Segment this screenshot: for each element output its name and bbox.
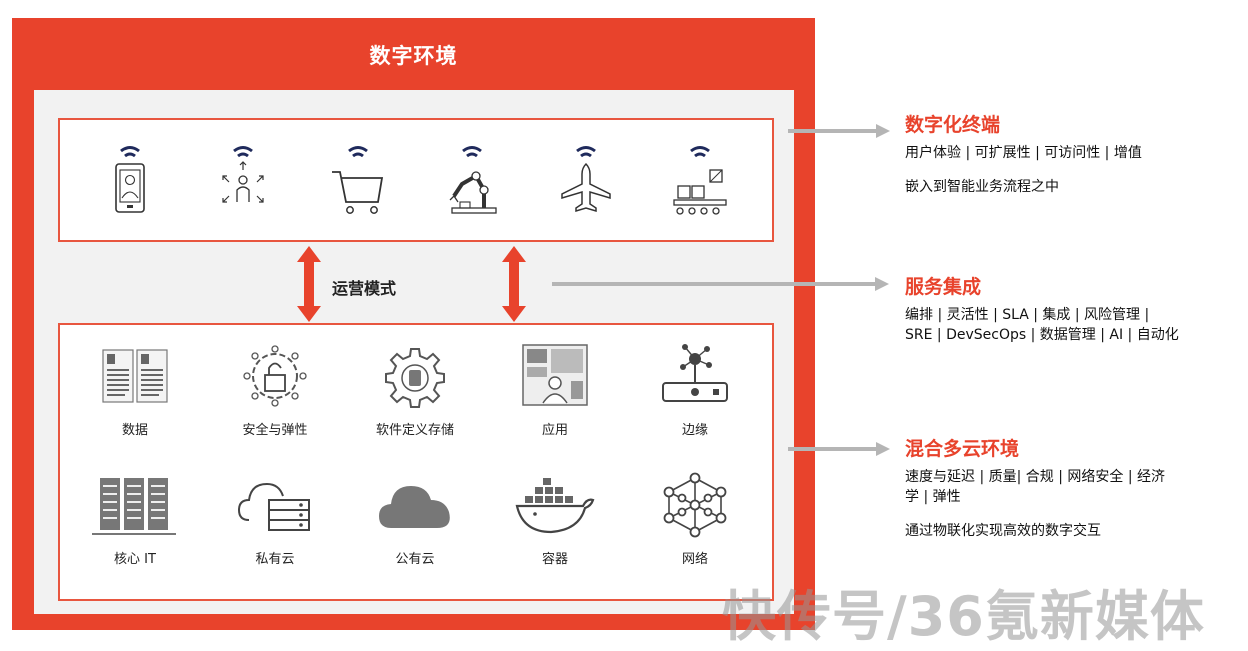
section-service-integration: 服务集成 编排 | 灵活性 | SLA | 集成 | 风险管理 | SRE | … <box>905 272 1245 345</box>
service-label: 私有云 <box>255 552 295 567</box>
double-arrow-right-icon <box>502 246 526 322</box>
application-window-icon <box>522 344 588 406</box>
service-data: 数据 <box>70 341 200 438</box>
section-line: 用户体验 | 可扩展性 | 可访问性 | 增值 <box>905 145 1142 161</box>
operating-mode-label: 运营模式 <box>332 279 397 298</box>
service-public-cloud: 公有云 <box>350 470 480 567</box>
digital-environment-frame: 数字环境 <box>12 18 815 630</box>
section-extra: 嵌入到智能业务流程之中 <box>905 179 1059 195</box>
gear-storage-icon <box>385 348 445 408</box>
service-storage: 软件定义存储 <box>350 341 480 438</box>
documents-icon <box>102 349 168 403</box>
service-network: 网络 <box>630 470 760 567</box>
service-label: 公有云 <box>395 552 435 567</box>
service-label: 核心 IT <box>114 552 156 567</box>
section-digital-terminal: 数字化终端 用户体验 | 可扩展性 | 可访问性 | 增值 嵌入到智能业务流程之… <box>905 110 1245 197</box>
container-whale-icon <box>515 478 595 534</box>
service-label: 边缘 <box>681 423 708 438</box>
service-label: 安全与弹性 <box>242 423 308 438</box>
section-heading: 混合多云环境 <box>905 438 1020 460</box>
service-label: 应用 <box>541 423 568 438</box>
service-label: 网络 <box>681 552 708 567</box>
connector-arrow-devices <box>788 124 890 138</box>
shopping-cart-icon <box>318 140 398 230</box>
frame-title: 数字环境 <box>369 44 458 68</box>
network-mesh-icon <box>663 472 727 538</box>
airplane-icon <box>546 140 626 230</box>
service-label: 数据 <box>121 423 148 438</box>
service-label: 容器 <box>541 552 568 567</box>
public-cloud-icon <box>379 486 450 528</box>
section-line: 编排 | 灵活性 | SLA | 集成 | 风险管理 | <box>905 307 1150 323</box>
watermark: 快传号/36氪新媒体 <box>722 585 1205 648</box>
server-rack-icon <box>92 478 176 535</box>
connector-arrow-cloud <box>788 442 890 456</box>
connector-arrow-services <box>552 277 889 291</box>
service-edge: 边缘 <box>630 341 760 438</box>
robot-arm-icon <box>432 140 512 230</box>
private-cloud-icon <box>237 482 310 531</box>
service-security: 安全与弹性 <box>210 341 340 438</box>
service-application: 应用 <box>490 341 620 438</box>
section-extra: 通过物联化实现高效的数字交互 <box>905 523 1101 539</box>
edge-device-icon <box>662 344 728 402</box>
person-movement-icon <box>203 140 283 230</box>
section-heading: 服务集成 <box>905 276 982 298</box>
double-arrow-left-icon <box>297 246 321 322</box>
service-container: 容器 <box>490 470 620 567</box>
service-label: 软件定义存储 <box>375 423 454 438</box>
security-lock-icon <box>243 345 307 407</box>
service-private-cloud: 私有云 <box>210 470 340 567</box>
services-box: 数据 安全与弹性 <box>58 323 774 601</box>
section-hybrid-multicloud: 混合多云环境 速度与延迟 | 质量| 合规 | 网络安全 | 经济 学 | 弹性… <box>905 434 1245 541</box>
inner-panel: 运营模式 <box>34 90 794 614</box>
smartphone-user-icon <box>90 140 170 230</box>
section-line: SRE | DevSecOps | 数据管理 | AI | 自动化 <box>905 327 1179 343</box>
section-heading: 数字化终端 <box>905 114 1001 136</box>
section-line: 速度与延迟 | 质量| 合规 | 网络安全 | 经济 <box>905 469 1166 485</box>
section-line: 学 | 弹性 <box>905 489 961 505</box>
service-core-it: 核心 IT <box>70 470 200 567</box>
conveyor-icon <box>660 140 740 230</box>
devices-box <box>58 118 774 242</box>
